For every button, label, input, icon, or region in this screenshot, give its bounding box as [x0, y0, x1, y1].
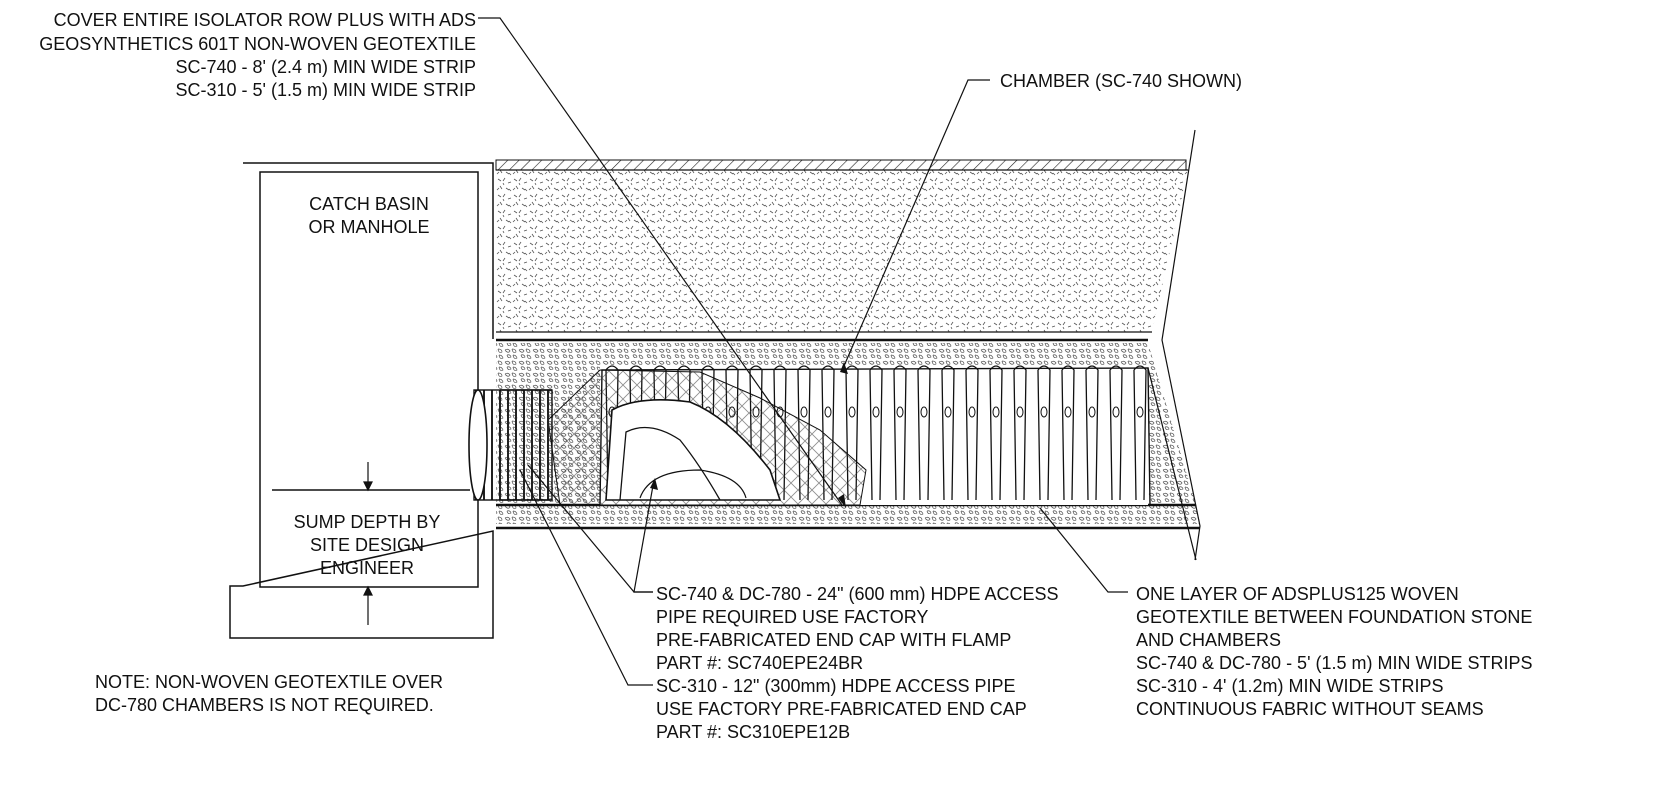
chamber-rib	[1013, 365, 1027, 501]
note-line: DC-780 CHAMBERS IS NOT REQUIRED.	[95, 695, 434, 715]
chamber-port	[1040, 406, 1048, 418]
sump-dimension-arrows	[363, 462, 373, 625]
chamber-port	[1088, 406, 1096, 418]
leader-lines	[478, 17, 1197, 686]
general-note: NOTE: NON-WOVEN GEOTEXTILE OVER DC-780 C…	[95, 672, 443, 715]
basin-label: CATCH BASIN OR MANHOLE	[308, 194, 429, 237]
cover-note-line: SC-310 - 5' (1.5 m) MIN WIDE STRIP	[176, 80, 476, 100]
leader-arrowheads	[650, 362, 848, 508]
chamber-port	[800, 406, 808, 418]
surface-pavement	[495, 159, 1187, 171]
chamber-port	[944, 406, 952, 418]
basin-label-line: OR MANHOLE	[308, 217, 429, 237]
chamber-port	[1064, 406, 1072, 418]
access-pipe-line: SC-740 & DC-780 - 24" (600 mm) HDPE ACCE…	[656, 584, 1059, 604]
access-pipe-note: SC-740 & DC-780 - 24" (600 mm) HDPE ACCE…	[656, 584, 1059, 742]
cover-note-line: GEOSYNTHETICS 601T NON-WOVEN GEOTEXTILE	[39, 34, 476, 54]
chamber-rib	[1061, 365, 1075, 501]
access-pipe-line: PART #: SC310EPE12B	[656, 722, 850, 742]
chamber-rib	[941, 365, 955, 501]
chamber-port	[992, 406, 1000, 418]
catch-basin	[229, 162, 494, 639]
chamber-port	[848, 406, 856, 418]
excavation-edge	[1161, 129, 1201, 561]
cover-note: COVER ENTIRE ISOLATOR ROW PLUS WITH ADS …	[39, 10, 476, 100]
end-cap-flamp	[605, 398, 782, 501]
note-line: NOTE: NON-WOVEN GEOTEXTILE OVER	[95, 672, 443, 692]
chamber-rib	[1109, 365, 1123, 501]
chamber-rib	[1133, 365, 1147, 501]
access-pipe-line: PRE-FABRICATED END CAP WITH FLAMP	[656, 630, 1011, 650]
chamber-port	[920, 406, 928, 418]
sump-label-line: ENGINEER	[320, 558, 414, 578]
basin-interior	[259, 171, 479, 588]
cover-fill-layer	[495, 159, 1188, 333]
chamber-port	[896, 406, 904, 418]
chamber-rib	[869, 365, 883, 501]
chamber-port	[824, 406, 832, 418]
chamber-port	[872, 406, 880, 418]
chamber-port	[1112, 406, 1120, 418]
cover-note-line: COVER ENTIRE ISOLATOR ROW PLUS WITH ADS	[54, 10, 476, 30]
chamber-rib	[893, 365, 907, 501]
chamber-port	[1136, 406, 1144, 418]
sump-label-line: SITE DESIGN	[310, 535, 424, 555]
access-pipe-line: PART #: SC740EPE24BR	[656, 653, 863, 673]
access-pipe-line: SC-310 - 12" (300mm) HDPE ACCESS PIPE	[656, 676, 1016, 696]
woven-note-line: SC-740 & DC-780 - 5' (1.5 m) MIN WIDE ST…	[1136, 653, 1533, 673]
sump-label: SUMP DEPTH BY SITE DESIGN ENGINEER	[294, 512, 441, 578]
chamber-rib	[1037, 365, 1051, 501]
woven-note-line: SC-310 - 4' (1.2m) MIN WIDE STRIPS	[1136, 676, 1444, 696]
chamber-port	[968, 406, 976, 418]
woven-note-line: AND CHAMBERS	[1136, 630, 1281, 650]
chamber-port	[1016, 406, 1024, 418]
hdpe-access-pipe	[468, 389, 553, 501]
woven-note-line: CONTINUOUS FABRIC WITHOUT SEAMS	[1136, 699, 1484, 719]
access-pipe-line: USE FACTORY PRE-FABRICATED END CAP	[656, 699, 1027, 719]
woven-geotextile-note: ONE LAYER OF ADSPLUS125 WOVEN GEOTEXTILE…	[1136, 584, 1533, 719]
chamber-rib	[917, 365, 931, 501]
chamber-rib	[989, 365, 1003, 501]
access-pipe-line: PIPE REQUIRED USE FACTORY	[656, 607, 928, 627]
sump-label-line: SUMP DEPTH BY	[294, 512, 441, 532]
chamber-rib	[1085, 365, 1099, 501]
woven-note-line: GEOTEXTILE BETWEEN FOUNDATION STONE	[1136, 607, 1532, 627]
chamber-label: CHAMBER (SC-740 SHOWN)	[1000, 71, 1242, 91]
basin-label-line: CATCH BASIN	[309, 194, 429, 214]
woven-note-line: ONE LAYER OF ADSPLUS125 WOVEN	[1136, 584, 1459, 604]
chamber-rib	[965, 365, 979, 501]
cover-note-line: SC-740 - 8' (2.4 m) MIN WIDE STRIP	[176, 57, 476, 77]
